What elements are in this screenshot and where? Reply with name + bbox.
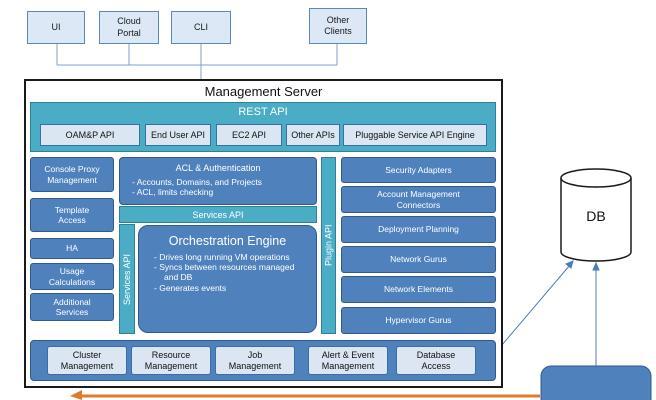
additional-services[interactable]: Additional Services xyxy=(30,293,114,321)
client-cli[interactable]: CLI xyxy=(171,11,231,44)
api-pluggable-service[interactable]: Pluggable Service API Engine xyxy=(343,124,487,146)
hypervisor-gurus[interactable]: Hypervisor Gurus xyxy=(341,307,496,334)
acl-item: Accounts, Domains, and Projects xyxy=(132,177,312,187)
account-management-connectors[interactable]: Account Management Connectors xyxy=(341,186,496,213)
cluster-management[interactable]: Cluster Management xyxy=(47,346,127,375)
network-gurus[interactable]: Network Gurus xyxy=(341,246,496,273)
acl-item: ACL, limits checking xyxy=(132,187,312,197)
usage-calculations[interactable]: Usage Calculations xyxy=(30,263,114,290)
api-oamp[interactable]: OAM&P API xyxy=(40,124,140,146)
api-end-user[interactable]: End User API xyxy=(145,124,211,146)
rest-api-title: REST API xyxy=(238,106,288,118)
client-other[interactable]: Other Clients xyxy=(309,8,367,44)
api-ec2[interactable]: EC2 API xyxy=(216,124,282,146)
database-access[interactable]: Database Access xyxy=(396,346,476,375)
acl-items: Accounts, Domains, and Projects ACL, lim… xyxy=(132,177,312,197)
security-adapters[interactable]: Security Adapters xyxy=(341,157,496,183)
template-access[interactable]: Template Access xyxy=(30,198,114,232)
deployment-planning[interactable]: Deployment Planning xyxy=(341,216,496,243)
services-api-bar[interactable]: Services API xyxy=(119,206,317,223)
console-proxy-management[interactable]: Console Proxy Management xyxy=(30,157,114,192)
services-api-vertical[interactable]: Services API xyxy=(119,224,135,334)
orchestration-item: Drives long running VM operations xyxy=(154,252,310,262)
db-cylinder xyxy=(560,168,632,262)
orchestration-item: Syncs between resources managed and DB xyxy=(154,262,310,282)
orchestration-items: Drives long running VM operations Syncs … xyxy=(154,252,310,293)
orchestration-item: Generates events xyxy=(154,283,310,293)
acl-title: ACL & Authentication xyxy=(175,163,261,173)
orchestration-title: Orchestration Engine xyxy=(168,234,287,248)
api-other[interactable]: Other APIs xyxy=(286,124,340,146)
db-label: DB xyxy=(586,208,606,224)
management-server-title: Management Server xyxy=(204,84,323,99)
client-ui[interactable]: UI xyxy=(27,11,85,44)
resource-management[interactable]: Resource Management xyxy=(131,346,211,375)
job-management[interactable]: Job Management xyxy=(215,346,295,375)
plugin-api-vertical[interactable]: Plugin API xyxy=(321,157,336,334)
orange-arrow xyxy=(70,390,540,400)
ha[interactable]: HA xyxy=(30,238,114,259)
client-cloud-portal[interactable]: Cloud Portal xyxy=(99,11,159,44)
network-elements[interactable]: Network Elements xyxy=(341,276,496,303)
alert-event-management[interactable]: Alert & Event Management xyxy=(308,346,388,375)
